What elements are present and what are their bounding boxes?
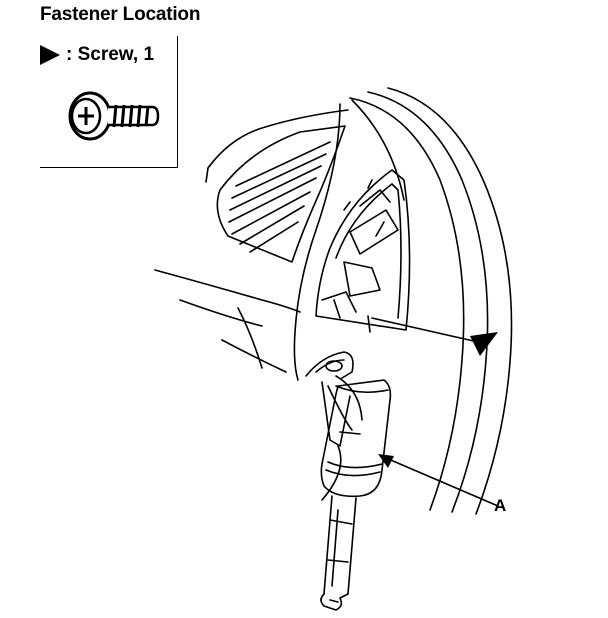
screw-marker-arrow	[470, 332, 498, 356]
bezel-curves	[349, 97, 465, 511]
air-vent	[216, 125, 346, 263]
filled-triangle-icon	[40, 45, 60, 65]
legend-label: : Screw, 1	[66, 44, 155, 65]
screw-icon	[68, 91, 160, 141]
key-shaft	[323, 495, 333, 595]
retaining-clip	[305, 351, 354, 379]
legend-box: : Screw, 1	[40, 36, 178, 168]
panel-opening	[315, 169, 411, 331]
callout-label-a: A	[494, 496, 507, 515]
legend-header: : Screw, 1	[40, 44, 154, 66]
callout-a-arrowhead	[378, 454, 394, 468]
page-title: Fastener Location	[40, 4, 201, 25]
lock-cylinder	[320, 379, 392, 498]
dashboard-outline	[207, 109, 349, 169]
